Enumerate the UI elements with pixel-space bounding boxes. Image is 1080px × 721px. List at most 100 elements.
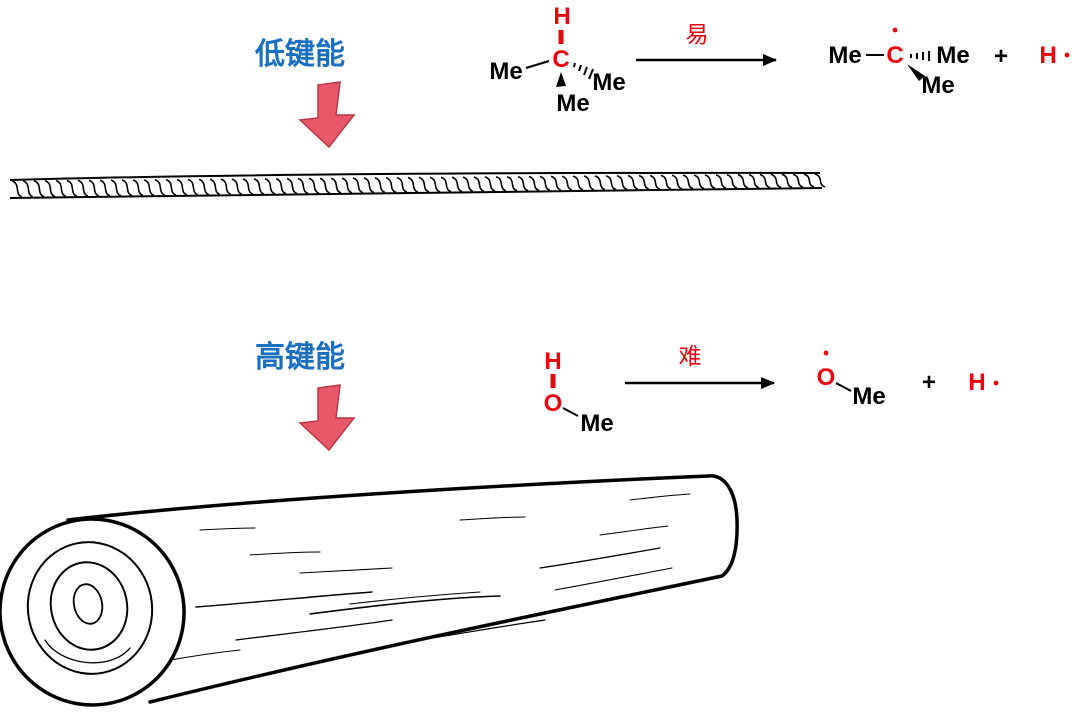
rope-twist <box>726 174 738 189</box>
low-bond-energy-label: 低键能 <box>254 37 345 72</box>
radical-dot <box>892 27 898 33</box>
rope-twist <box>638 174 650 190</box>
rope-twist <box>319 177 331 194</box>
rope-twist <box>187 178 199 196</box>
svg-text:H: H <box>1039 42 1056 69</box>
rope-twist <box>121 179 133 197</box>
rope-twist <box>253 178 265 195</box>
rope-twist <box>715 174 727 190</box>
rope-twist <box>572 175 584 191</box>
thin-rope-illustration <box>9 171 826 199</box>
rope-twist <box>341 177 353 194</box>
reaction2-plus: + <box>922 369 936 396</box>
rope-twist <box>286 177 298 195</box>
rope-twist <box>330 177 342 194</box>
rope-twist <box>44 179 56 198</box>
rope-twist <box>506 175 518 192</box>
radical-dot <box>1064 52 1070 58</box>
rope-twist <box>22 180 34 198</box>
reaction2-hydrogen-radical: H <box>968 369 999 396</box>
rope-twist <box>594 175 606 191</box>
rope-twist <box>693 174 705 190</box>
rope-twist <box>781 173 793 189</box>
oxygen-atom: O <box>817 364 836 391</box>
rope-twist <box>528 175 540 192</box>
rope-twist <box>550 175 562 192</box>
rope-twist <box>297 177 309 195</box>
methyl: Me <box>580 410 613 437</box>
rope-twist <box>440 176 452 193</box>
rope-twist <box>462 176 474 193</box>
rope-twist <box>759 173 771 189</box>
high-bond-energy-label: 高键能 <box>255 340 345 375</box>
methyl-bottom: Me <box>556 90 589 117</box>
reaction1-plus: + <box>994 43 1008 70</box>
reaction2-product: O Me <box>817 350 886 410</box>
rope-twist <box>385 176 397 194</box>
oxygen-atom: O <box>544 390 563 417</box>
rope-twist <box>407 176 419 193</box>
rope-twist <box>484 176 496 192</box>
carbon-atom: C <box>552 46 569 73</box>
reaction1-condition: 易 <box>686 22 709 48</box>
rope-twist <box>11 180 23 198</box>
rope-twist <box>396 176 408 193</box>
log-illustration <box>0 474 739 707</box>
methyl-left: Me <box>489 58 522 85</box>
rope-twist <box>814 173 826 188</box>
methyl: Me <box>852 383 885 410</box>
rope-twist <box>803 173 815 188</box>
rope-twist <box>209 178 221 196</box>
rope-twist <box>143 179 155 197</box>
reaction2-condition: 难 <box>679 344 702 370</box>
down-arrow-icon <box>298 81 356 149</box>
rope-twist <box>165 178 177 196</box>
hydrogen-atom: H <box>553 3 570 30</box>
rope-twist <box>682 174 694 190</box>
rope-twist <box>616 174 628 191</box>
reaction2-reactant: H O Me <box>544 348 614 437</box>
rope-twist <box>33 180 45 198</box>
rope-twist <box>242 178 254 195</box>
rope-twist <box>704 174 716 190</box>
rope-twist <box>66 179 78 198</box>
rope-twist <box>649 174 661 190</box>
rope-twist <box>110 179 122 197</box>
rope-twist <box>539 175 551 192</box>
down-arrow-icon <box>298 384 356 452</box>
radical-dot <box>993 380 999 386</box>
rope-twist <box>517 175 529 192</box>
methyl-right: Me <box>936 42 969 69</box>
rope-twist <box>671 174 683 190</box>
hydrogen-atom: H <box>544 348 561 375</box>
rope-twist <box>275 177 287 195</box>
radical-dot <box>823 350 829 356</box>
rope-twist <box>198 178 210 196</box>
rope-twist <box>660 174 672 190</box>
rope-twist <box>737 173 749 189</box>
methyl-left: Me <box>828 42 861 69</box>
rope-twist <box>132 179 144 197</box>
rope-twist <box>770 173 782 189</box>
rope-twist <box>352 177 364 194</box>
rope-twist <box>176 178 188 196</box>
rope-twist <box>473 176 485 193</box>
svg-text:H: H <box>968 369 985 396</box>
methyl-bottom: Me <box>921 72 954 99</box>
rope-twist <box>605 175 617 191</box>
rope-twist <box>77 179 89 197</box>
rope-twist <box>231 178 243 196</box>
rope-twist <box>220 178 232 196</box>
rope-twist <box>363 177 375 194</box>
methyl-right: Me <box>592 69 625 96</box>
rope-twist <box>55 179 67 198</box>
rope-twist <box>88 179 100 197</box>
rope-twist <box>792 173 804 189</box>
rope-twist <box>748 173 760 189</box>
rope-twist <box>627 174 639 191</box>
rope-twist <box>99 179 111 197</box>
rope-twist <box>583 175 595 191</box>
rope-twist <box>429 176 441 193</box>
